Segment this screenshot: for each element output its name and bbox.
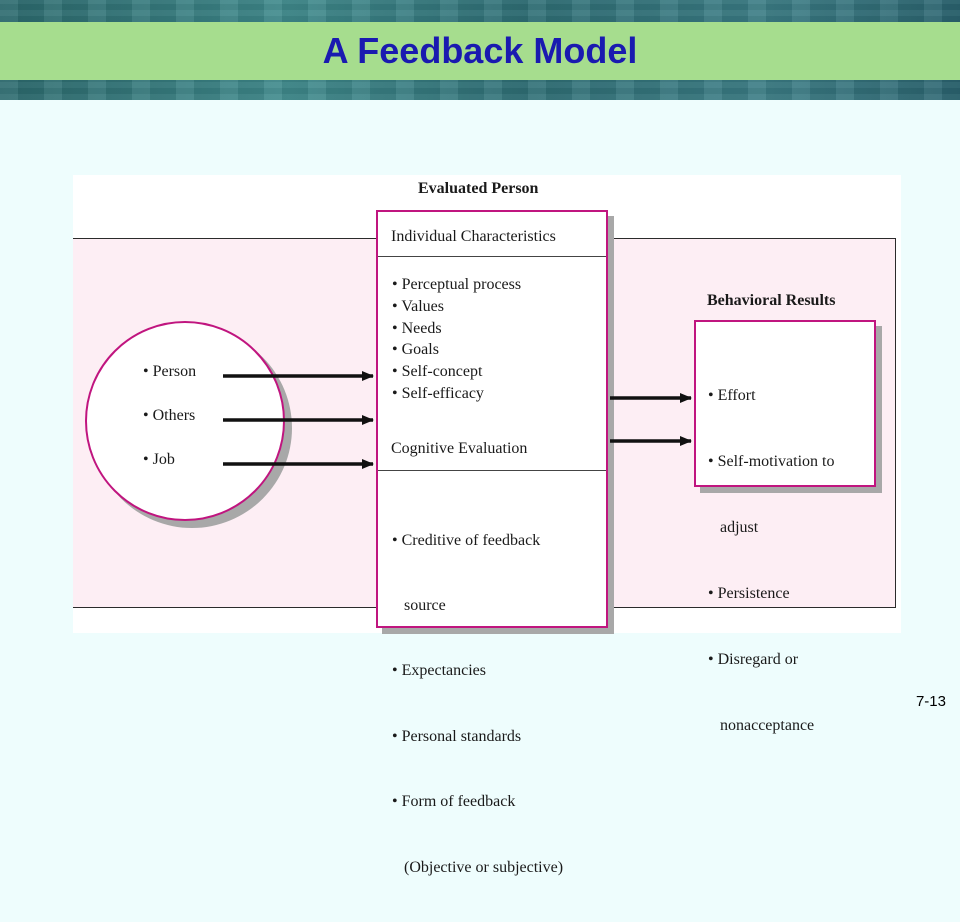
list-item: nonacceptance (708, 717, 815, 734)
feedback-model-diagram: Evaluated Person • Person • Others • Job… (73, 175, 901, 876)
individual-characteristics-list: • Perceptual process • Values • Needs • … (392, 274, 521, 405)
list-item: source (392, 596, 446, 614)
cognitive-evaluation-heading: Cognitive Evaluation (391, 440, 528, 457)
divider (378, 256, 606, 257)
list-item: • Self-concept (392, 363, 483, 381)
list-item: • Values (392, 297, 444, 315)
list-item: adjust (708, 519, 759, 536)
list-item: • Needs (392, 319, 442, 337)
list-item: • Self-motivation to (708, 453, 835, 470)
evaluated-person-box: Individual Characteristics • Perceptual … (376, 210, 608, 876)
list-item: • Persistence (708, 585, 790, 602)
list-item: • Effort (708, 387, 756, 404)
list-item: • Creditive of feedback (392, 531, 541, 549)
slide-number: 7-13 (915, 693, 946, 710)
list-item: • Self-efficacy (392, 384, 484, 402)
list-item: • Goals (392, 341, 439, 359)
list-item: • Disregard or (708, 651, 799, 668)
list-item: • Perceptual process (392, 276, 522, 293)
list-item: • Expectancies (392, 662, 486, 680)
list-item: (Objective or subjective) (392, 858, 564, 876)
source-job: • Job (143, 451, 175, 468)
divider (378, 470, 606, 471)
feedback-sources-circle: • Person • Others • Job (85, 321, 285, 521)
behavioral-results-box: • Effort • Self-motivation to adjust • P… (694, 320, 876, 734)
list-item: • Personal standards (392, 727, 522, 745)
evaluated-person-label: Evaluated Person (418, 180, 539, 197)
slide-title: A Feedback Model (322, 30, 638, 71)
flow-arrows (223, 371, 692, 469)
behavioral-results-heading: Behavioral Results (707, 292, 836, 309)
source-person: • Person (143, 363, 197, 380)
source-others: • Others (143, 407, 196, 424)
title-band (0, 22, 960, 80)
individual-characteristics-heading: Individual Characteristics (391, 228, 556, 245)
list-item: • Form of feedback (392, 793, 516, 811)
